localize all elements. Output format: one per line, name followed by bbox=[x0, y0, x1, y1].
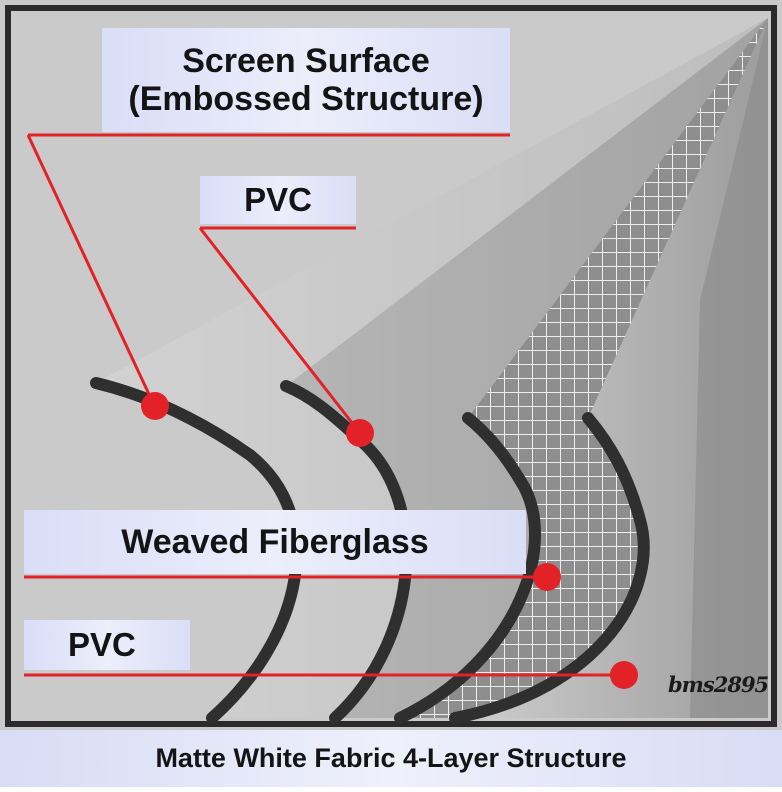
callout-line-surface bbox=[26, 134, 156, 406]
caption-bar: Matte White Fabric 4-Layer Structure bbox=[0, 730, 782, 787]
back-shade bbox=[690, 18, 768, 718]
callout-line-pvc-top bbox=[198, 227, 362, 434]
frame bbox=[5, 5, 777, 727]
callout-dot-surface bbox=[141, 392, 169, 420]
pvc-top-edge bbox=[280, 380, 413, 724]
callout-dot-pvc-top bbox=[346, 419, 374, 447]
callout-dot-fiberglass bbox=[533, 563, 561, 591]
fiberglass-edge bbox=[394, 412, 541, 724]
signature: bms2895 bbox=[668, 672, 769, 697]
caption: Matte White Fabric 4-Layer Structure bbox=[155, 743, 627, 773]
label-screen-surface: Screen Surface (Embossed Structure) bbox=[102, 28, 510, 132]
label-pvc-bottom: PVC bbox=[24, 620, 190, 670]
label-pvc-top: PVC bbox=[200, 176, 356, 224]
pvc-bottom-layer bbox=[455, 18, 768, 718]
pvc-bottom-edge bbox=[449, 412, 650, 724]
label-screen-surface-line2: (Embossed Structure) bbox=[128, 80, 484, 118]
label-weaved-fiberglass: Weaved Fiberglass bbox=[24, 510, 526, 574]
label-screen-surface-line1: Screen Surface bbox=[182, 41, 430, 80]
callout-dot-pvc-bottom bbox=[610, 661, 638, 689]
